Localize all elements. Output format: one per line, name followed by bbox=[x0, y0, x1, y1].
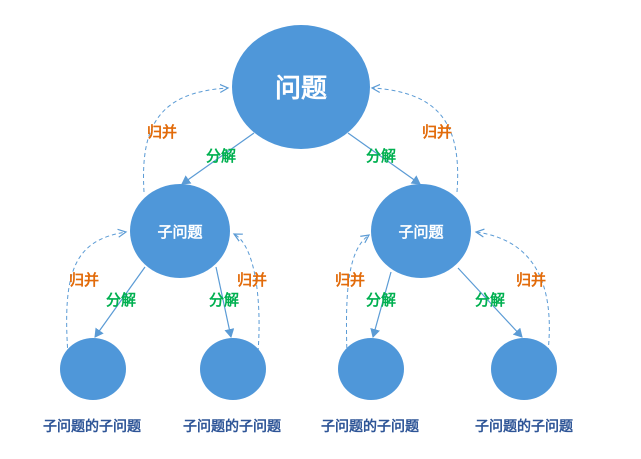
decompose-arrow-root-to-right bbox=[347, 132, 421, 185]
decompose-arrows bbox=[94, 132, 523, 338]
merge-arrows bbox=[66, 88, 550, 356]
merge-label-leaf4: 归并 bbox=[516, 271, 546, 289]
leaf-caption-2: 子问题的子问题 bbox=[183, 418, 282, 435]
decompose-label-root-left: 分解 bbox=[206, 147, 236, 165]
decompose-label-leaf3: 分解 bbox=[366, 291, 396, 309]
merge-arrow-leaf4-to-right bbox=[476, 232, 550, 353]
merge-label-leaf3: 归并 bbox=[335, 271, 365, 289]
root-node bbox=[232, 25, 370, 149]
merge-label-leaf2: 归并 bbox=[237, 271, 267, 289]
merge-arrow-left-to-root bbox=[143, 88, 228, 193]
merge-label-leaf1: 归并 bbox=[69, 271, 99, 289]
right-subproblem-node bbox=[371, 184, 471, 278]
decompose-label-root-right: 分解 bbox=[366, 147, 396, 165]
decompose-arrow-right-to-leaf3 bbox=[370, 271, 392, 338]
decompose-label-leaf4: 分解 bbox=[475, 291, 505, 309]
leaf-caption-3: 子问题的子问题 bbox=[321, 418, 420, 435]
root-node-label: 问题 bbox=[275, 74, 327, 104]
decompose-arrow-right-to-leaf4 bbox=[457, 267, 523, 338]
leaf-caption-1: 子问题的子问题 bbox=[43, 418, 142, 435]
leaf-node-3 bbox=[338, 338, 404, 400]
decompose-arrow-left-to-leaf1 bbox=[94, 266, 146, 338]
merge-arrow-leaf1-to-left bbox=[66, 232, 126, 356]
merge-arrow-leaf2-to-left bbox=[234, 234, 260, 353]
decompose-arrow-left-to-leaf2 bbox=[215, 266, 235, 338]
decompose-label-leaf1: 分解 bbox=[106, 291, 136, 309]
decompose-label-leaf2: 分解 bbox=[209, 291, 239, 309]
right-subproblem-label: 子问题 bbox=[398, 223, 444, 241]
leaf-node-2 bbox=[200, 338, 266, 400]
leaf-node-1 bbox=[60, 338, 126, 400]
left-subproblem-label: 子问题 bbox=[157, 223, 203, 241]
leaf-node-4 bbox=[491, 338, 557, 400]
merge-label-left-root: 归并 bbox=[147, 123, 177, 141]
decompose-arrow-root-to-left bbox=[181, 132, 255, 185]
left-subproblem-node bbox=[130, 184, 230, 278]
merge-label-right-root: 归并 bbox=[422, 123, 452, 141]
merge-arrow-right-to-root bbox=[372, 88, 459, 193]
merge-arrow-leaf3-to-right bbox=[345, 235, 369, 356]
leaf-caption-4: 子问题的子问题 bbox=[475, 418, 574, 435]
